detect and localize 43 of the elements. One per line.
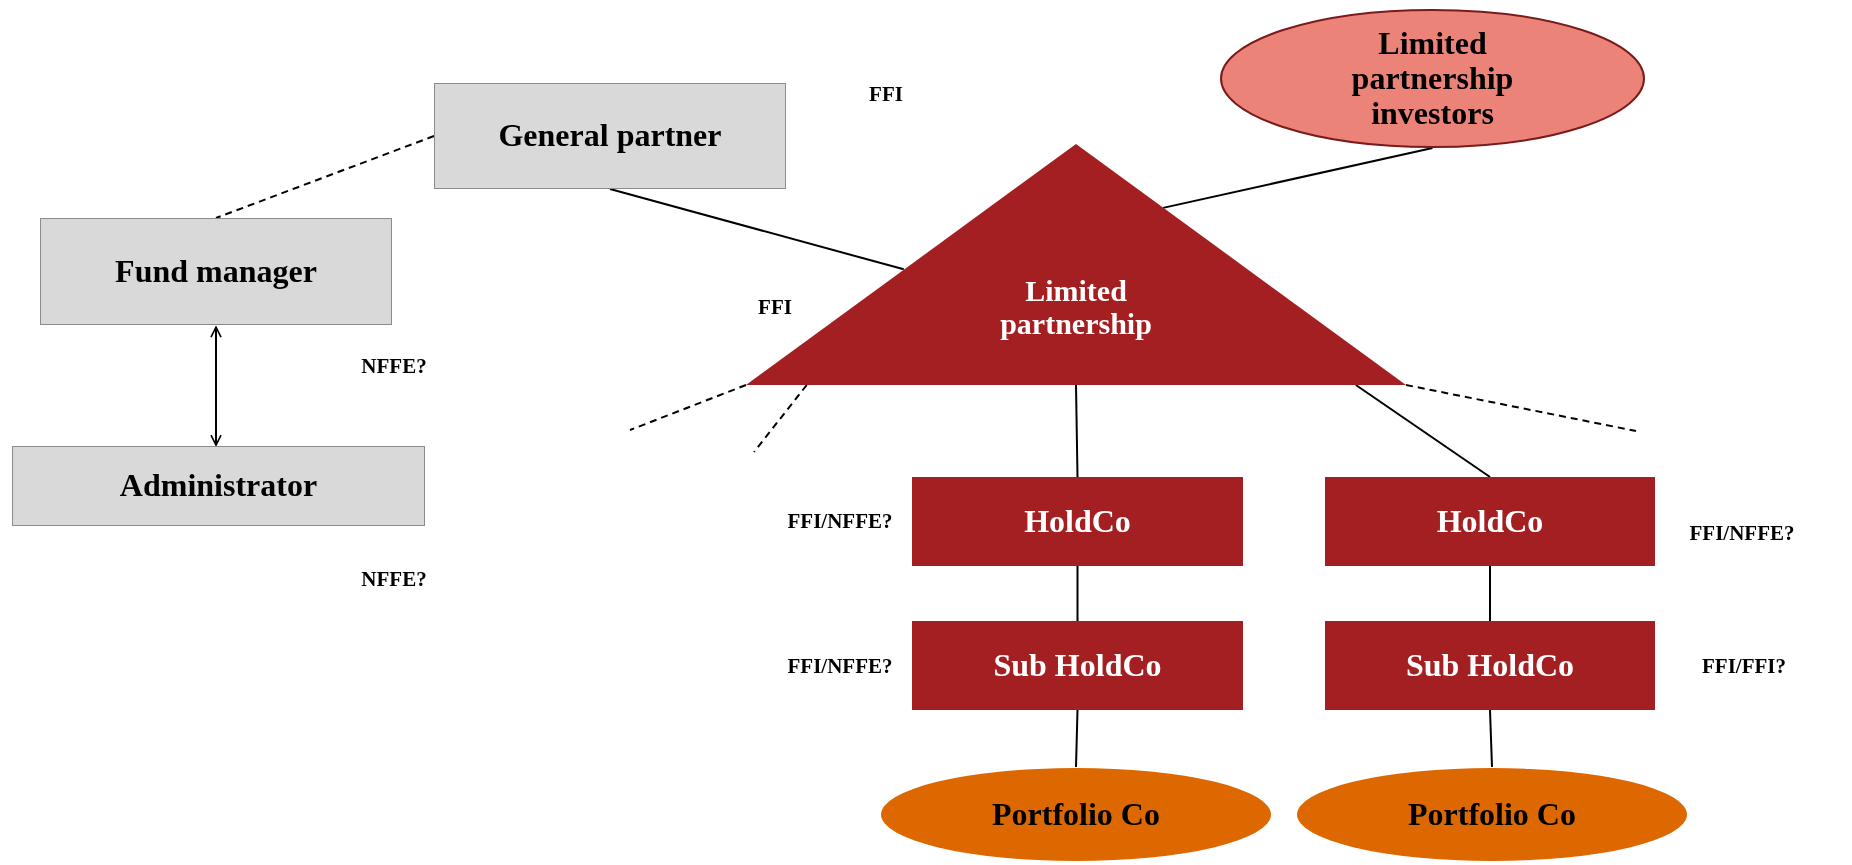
connector-line (1354, 384, 1491, 478)
connector-line (1075, 384, 1079, 478)
entity-label: FFI/FFI? (1702, 653, 1786, 679)
entity-label: FFI (758, 294, 792, 320)
connector-line (1489, 565, 1491, 622)
entity-label: FFI (869, 81, 903, 107)
node-label: Portfolio Co (992, 796, 1160, 833)
portfolio-ellipse (880, 767, 1272, 862)
connector-line (210, 326, 222, 447)
connector-line (1075, 709, 1079, 768)
entity-box (1325, 477, 1655, 566)
node-label: Limited partnership (999, 274, 1153, 340)
investor-ellipse (1220, 9, 1645, 148)
connector-line (1489, 709, 1493, 768)
entity-label: FFI/NFFE? (1689, 520, 1795, 546)
process-box (40, 218, 392, 325)
node-label: HoldCo (1436, 503, 1544, 540)
entity-box (1325, 621, 1655, 710)
dashed-line (753, 384, 808, 453)
dashed-line (215, 135, 435, 219)
dashed-line (629, 384, 747, 431)
node-label: Sub HoldCo (1405, 647, 1575, 684)
connector-line (1162, 147, 1434, 209)
entity-label: NFFE? (361, 566, 427, 592)
node-label: HoldCo (1024, 503, 1131, 540)
entity-box (912, 477, 1243, 566)
dashed-line (1405, 384, 1637, 432)
node-label: Administrator (119, 468, 318, 504)
process-box (12, 446, 425, 526)
node-label: Sub HoldCo (993, 647, 1162, 684)
node-label: Portfolio Co (1408, 796, 1576, 833)
connector-line (609, 188, 905, 271)
process-box (434, 83, 786, 189)
portfolio-ellipse (1296, 767, 1688, 862)
node-label: Fund manager (115, 253, 317, 290)
entity-box (912, 621, 1243, 710)
node-label: General partner (498, 118, 722, 154)
node-label: Limited partnership investors (1350, 25, 1515, 132)
partnership-triangle (746, 144, 1406, 385)
entity-label: FFI/NFFE? (787, 508, 893, 534)
connector-line (1076, 565, 1079, 622)
entity-label: FFI/NFFE? (787, 653, 893, 679)
entity-label: NFFE? (361, 353, 427, 379)
